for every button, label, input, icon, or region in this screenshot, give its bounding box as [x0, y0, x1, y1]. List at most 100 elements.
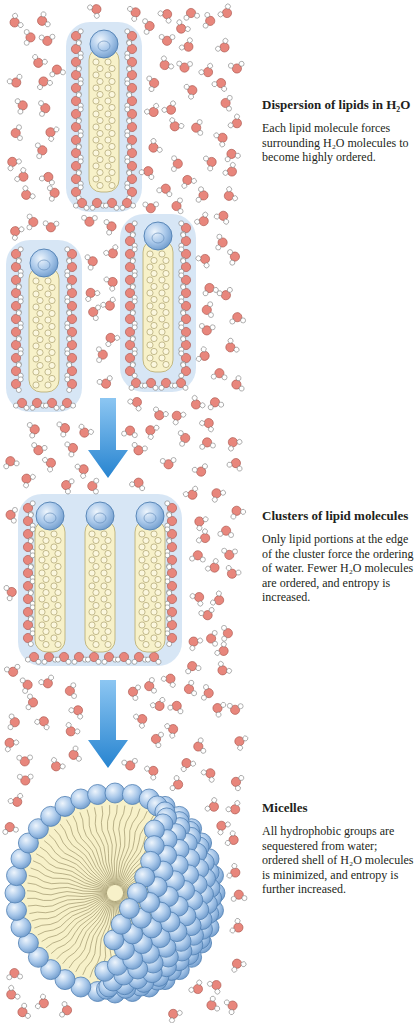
hydrogen-atom	[18, 226, 25, 233]
carbon-chain	[105, 628, 111, 634]
carbon-chain	[33, 369, 39, 375]
carbon-chain	[143, 628, 149, 634]
hydrogen-atom	[66, 336, 72, 342]
hydrophobic-tail	[66, 820, 110, 887]
hydrogen-atom	[177, 61, 182, 66]
hydrogen-atom	[17, 135, 22, 140]
carbon-chain	[49, 297, 55, 303]
hydrogen-atom	[64, 441, 71, 448]
carbon-chain	[33, 343, 39, 349]
hydrogen-atom	[131, 16, 138, 23]
water-molecule	[35, 11, 51, 30]
hydrogen-atom	[234, 800, 241, 807]
water-molecule	[130, 442, 148, 457]
hydrogen-atom	[155, 742, 161, 748]
water-molecule	[10, 375, 23, 392]
hydrogen-atom	[76, 118, 82, 124]
hydrogen-atom	[124, 54, 130, 60]
carbon-chain	[109, 65, 115, 71]
carbon-chain	[105, 602, 111, 608]
water-molecule	[217, 3, 236, 22]
water-molecule	[166, 117, 185, 135]
hydrogen-atom	[120, 205, 126, 211]
water-molecule	[178, 362, 191, 379]
hydrogen-atom	[15, 158, 22, 165]
water-molecule	[221, 548, 238, 560]
hydrogen-atom	[60, 431, 66, 437]
hydrogen-atom	[218, 531, 223, 536]
hydrogen-atom	[180, 258, 186, 264]
hydrogen-atom	[139, 485, 145, 491]
carbon-chain	[101, 544, 107, 550]
hydrogen-atom	[93, 489, 98, 494]
water-molecule	[82, 285, 101, 303]
hydrogen-atom	[235, 153, 241, 159]
water-molecule	[150, 406, 169, 423]
lipid-molecule	[143, 222, 173, 372]
hydrogen-atom	[142, 18, 148, 24]
hydrogen-atom	[64, 298, 70, 304]
carbon-chain	[43, 641, 49, 647]
hydrogen-atom	[47, 80, 54, 87]
hydrogen-atom	[231, 896, 236, 901]
carbon-chain	[143, 576, 149, 582]
hydrogen-atom	[224, 821, 231, 828]
carbon-chain	[33, 304, 39, 310]
hydrogen-atom	[195, 356, 202, 363]
carbon-chain	[151, 257, 157, 263]
water-molecule	[85, 651, 103, 665]
water-molecule	[222, 337, 240, 356]
water-molecule	[127, 3, 143, 22]
hydrogen-atom	[84, 254, 90, 260]
hydrogen-atom	[170, 100, 177, 107]
water-molecule	[42, 454, 59, 473]
hydrogen-atom	[124, 28, 130, 34]
hydrogen-atom	[200, 346, 207, 353]
hydrophobic-tail	[143, 240, 173, 372]
hydrogen-atom	[36, 659, 42, 665]
carbon-chain	[45, 304, 51, 310]
water-molecule	[167, 699, 186, 715]
hydrogen-atom	[199, 323, 205, 329]
hydrogen-atom	[235, 375, 241, 381]
carbon-chain	[43, 537, 49, 543]
hydrogen-atom	[183, 84, 190, 91]
water-molecule	[100, 651, 118, 665]
hydrogen-atom	[48, 674, 55, 681]
hydrogen-atom	[142, 445, 148, 451]
water-molecule	[223, 565, 242, 582]
polar-head	[5, 883, 25, 903]
water-molecule	[58, 397, 76, 411]
water-molecule	[157, 5, 176, 24]
hydrogen-atom	[126, 144, 132, 150]
hydrogen-atom	[177, 198, 182, 203]
carbon-chain	[105, 615, 111, 621]
hydrogen-atom	[4, 666, 10, 672]
water-molecule	[75, 423, 94, 440]
carbon-chain	[39, 531, 45, 537]
carbon-chain	[45, 278, 51, 284]
water-molecule	[206, 976, 225, 995]
hydrogen-atom	[227, 249, 233, 255]
carbon-chain	[159, 290, 165, 296]
water-molecule	[171, 198, 183, 214]
water-molecule	[55, 651, 73, 665]
hydrogen-atom	[94, 290, 101, 297]
water-molecule	[142, 421, 160, 440]
hydrogen-atom	[203, 262, 210, 269]
hydrogen-atom	[164, 500, 170, 506]
hydrogen-atom	[220, 489, 227, 496]
hydrogen-atom	[34, 718, 41, 725]
hydrophobic-tail	[89, 48, 119, 192]
polar-head	[86, 502, 114, 530]
water-molecule	[195, 250, 214, 269]
carbon-chain	[151, 361, 157, 367]
water-molecule	[6, 968, 23, 980]
carbon-chain	[33, 291, 39, 297]
hydrogen-atom	[227, 287, 233, 293]
hydrogen-atom	[124, 80, 130, 86]
hydrogen-atom	[3, 463, 9, 469]
hydrogen-atom	[171, 166, 176, 171]
hydrogen-atom	[28, 641, 34, 647]
hydrogen-atom	[38, 679, 45, 686]
